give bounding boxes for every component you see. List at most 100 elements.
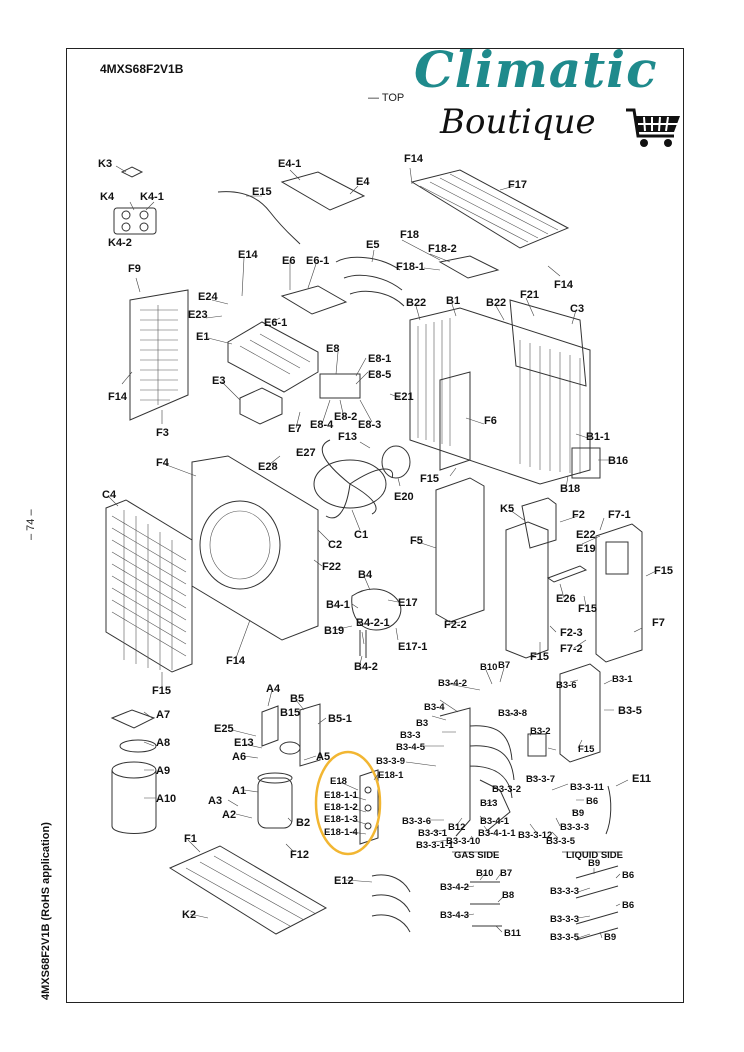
label-e4: E4: [356, 176, 370, 188]
part-f1-base-shape: [168, 845, 328, 935]
part-f5-shape: [435, 477, 485, 623]
drawing-frame: [66, 48, 684, 1003]
label-b3-1: B3-1: [612, 674, 633, 685]
leader-lines: [107, 165, 659, 939]
label-e25: E25: [214, 723, 234, 735]
label-a3: A3: [208, 795, 222, 807]
label-f2: F2: [572, 509, 585, 521]
part-e5-shape: [335, 256, 405, 307]
label-b5: B5: [290, 693, 304, 705]
label-e18: E18: [330, 776, 347, 787]
part-e11-shape: [605, 785, 612, 835]
label-b4-2: B4-2: [354, 661, 378, 673]
label-b11: B11: [504, 928, 522, 939]
label-a5: A5: [316, 751, 330, 763]
label-e20: E20: [394, 491, 414, 503]
part-e18-shape: [359, 769, 379, 845]
part-c3-shape: [509, 299, 587, 387]
label-b3-3-3-c: B3-3-3: [550, 914, 579, 925]
part-b3-6-shape: [559, 663, 601, 763]
label-f1: F1: [184, 833, 197, 845]
label-b10-b: B10: [476, 868, 493, 879]
label-k2: K2: [182, 909, 196, 921]
label-f2-3: F2-3: [560, 627, 583, 639]
part-f4-shape: [191, 455, 319, 641]
logo-brand-text: Climatic: [414, 40, 658, 99]
part-f6-shape: [439, 371, 471, 471]
label-b3-3-3-b: B3-3-3: [550, 886, 579, 897]
liquid-side-valves: [575, 865, 619, 941]
label-b3-4-2-b: B3-4-2: [440, 882, 469, 893]
part-e20-shape: [381, 445, 411, 479]
label-b8: B8: [502, 890, 514, 901]
label-b9-c: B9: [604, 932, 616, 943]
label-f12: F12: [290, 849, 309, 861]
part-a5-shape: [279, 741, 301, 755]
part-e6-shape: [280, 285, 348, 315]
part-c4-mesh: [111, 510, 187, 670]
label-e12: E12: [334, 875, 354, 887]
label-liquid-side: LIQUID SIDE: [566, 850, 623, 861]
part-f7-shape: [595, 523, 643, 663]
label-a10: A10: [156, 793, 176, 805]
part-b3-piping-shape: [439, 707, 515, 837]
label-a2: A2: [222, 809, 236, 821]
label-a9: A9: [156, 765, 170, 777]
label-f15-e: F15: [152, 685, 171, 697]
part-f18-shape: [438, 255, 500, 279]
label-b3-3-7: B3-3-7: [526, 774, 555, 785]
label-e8-4: E8-4: [310, 419, 334, 431]
label-b3-3-5-a: B3-3-5: [546, 836, 576, 847]
shopping-cart-icon: [626, 108, 680, 147]
label-e19: E19: [576, 543, 596, 555]
label-e26: E26: [556, 593, 576, 605]
label-e18-1-1: E18-1-1: [324, 790, 359, 801]
label-f14-c: F14: [554, 279, 574, 291]
label-b3-3-3-a: B3-3-3: [560, 822, 589, 833]
label-e28: E28: [258, 461, 278, 473]
label-b3-4-1: B3-4-1: [480, 816, 510, 827]
label-b1-1: B1-1: [586, 431, 610, 443]
label-b7-b: B7: [500, 868, 512, 879]
label-e8-1: E8-1: [368, 353, 391, 365]
label-b4-1: B4-1: [326, 599, 350, 611]
label-c2: C2: [328, 539, 342, 551]
part-f3-slots: [140, 305, 178, 405]
label-e4-1: E4-1: [278, 158, 301, 170]
label-f15-a: F15: [420, 473, 439, 485]
part-b1-fins: [417, 318, 581, 474]
label-c3: C3: [570, 303, 584, 315]
label-a1: A1: [232, 785, 246, 797]
label-f7-2: F7-2: [560, 643, 583, 655]
gas-side-valves: [470, 881, 502, 927]
label-b5-1: B5-1: [328, 713, 352, 725]
model-title: 4MXS68F2V1B: [100, 62, 184, 76]
label-e14: E14: [238, 249, 258, 261]
label-b3-3-1: B3-3-1: [418, 828, 448, 839]
label-e3: E3: [212, 375, 225, 387]
label-b3: B3: [416, 718, 428, 729]
part-e26-shape: [546, 565, 588, 583]
label-f18: F18: [400, 229, 419, 241]
label-f15-f: F15: [578, 744, 595, 755]
part-k4-shape: [113, 207, 157, 235]
label-f15-b: F15: [654, 565, 673, 577]
label-f17: F17: [508, 179, 527, 191]
part-f2-shape: [505, 521, 549, 659]
label-a7: A7: [156, 709, 170, 721]
label-e23: E23: [188, 309, 208, 321]
brand-logo: Climatic Boutique: [404, 40, 704, 160]
e18-highlight-ring: [314, 750, 382, 856]
label-f22: F22: [322, 561, 341, 573]
label-b3-4-1-1: B3-4-1-1: [478, 828, 516, 839]
label-gas-side: GAS SIDE: [454, 850, 499, 861]
label-f13: F13: [338, 431, 357, 443]
label-b3-3: B3-3: [400, 730, 421, 741]
label-b4: B4: [358, 569, 373, 581]
label-f7: F7: [652, 617, 665, 629]
label-e17-1: E17-1: [398, 641, 427, 653]
label-f4: F4: [156, 457, 170, 469]
label-b13: B13: [480, 798, 497, 809]
label-b6-a: B6: [586, 796, 598, 807]
